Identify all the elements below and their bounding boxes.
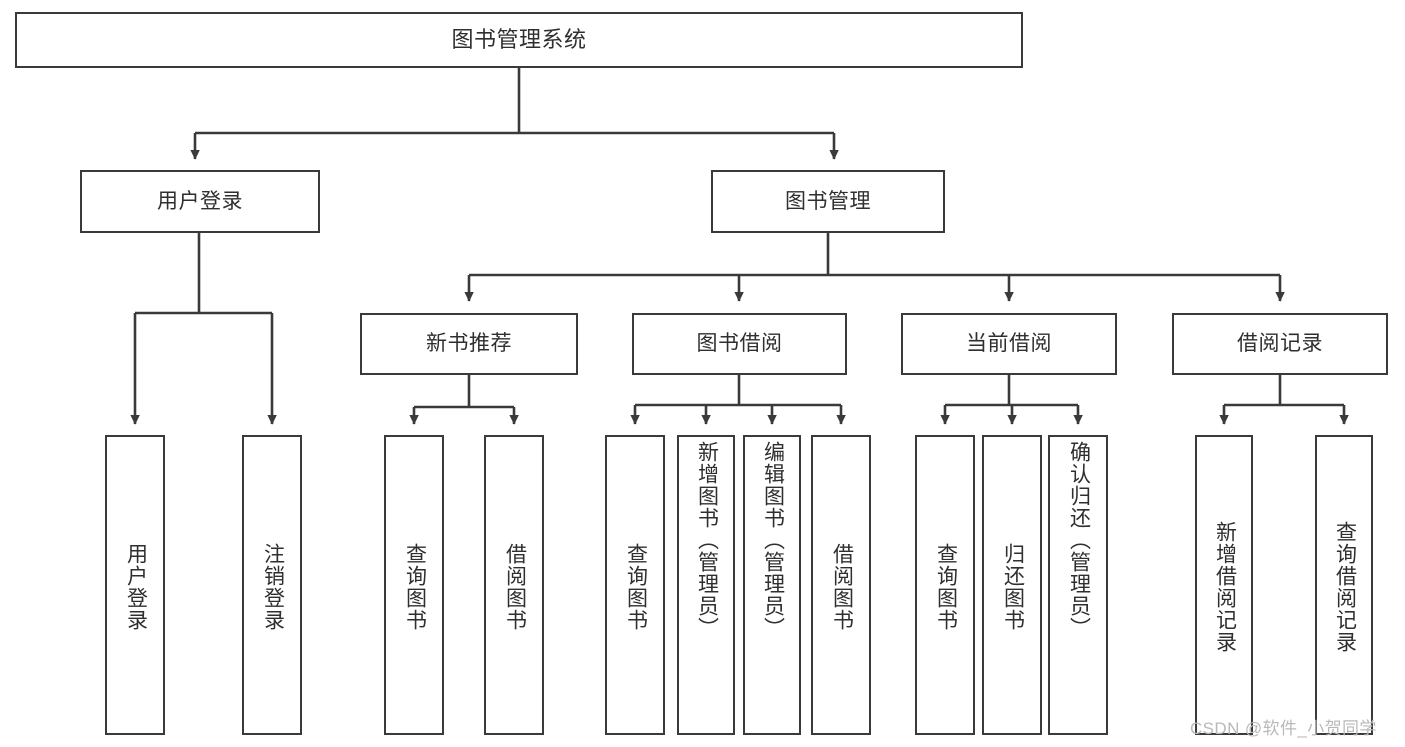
leaf-user-login-login[interactable]: 用户登录: [105, 435, 165, 735]
watermark-text: CSDN @软件_小贺同学: [1190, 719, 1377, 738]
leaf-borrow-query-book[interactable]: 查询图书: [605, 435, 665, 735]
node-label: 新增借阅记录: [1213, 521, 1237, 653]
node-current-borrow[interactable]: 当前借阅: [901, 313, 1117, 375]
node-label: 用户登录: [124, 543, 148, 631]
node-label: 查询图书: [934, 543, 958, 631]
leaf-record-add-record[interactable]: 新增借阅记录: [1195, 435, 1253, 735]
node-label: 查询图书: [624, 543, 648, 631]
leaf-current-query-book[interactable]: 查询图书: [915, 435, 975, 735]
leaf-record-query-record[interactable]: 查询借阅记录: [1315, 435, 1373, 735]
node-label: 新书推荐: [426, 332, 512, 356]
node-label: 注销登录: [261, 543, 285, 631]
node-user-login[interactable]: 用户登录: [80, 170, 320, 233]
node-borrow-record[interactable]: 借阅记录: [1172, 313, 1388, 375]
node-label: 图书借阅: [696, 332, 783, 356]
node-label: 编辑图书（管理员）: [761, 441, 785, 639]
leaf-current-return-book[interactable]: 归还图书: [982, 435, 1042, 735]
leaf-current-confirm-return-admin[interactable]: 确认归还（管理员）: [1048, 435, 1108, 735]
node-label: 查询借阅记录: [1333, 521, 1357, 653]
leaf-borrow-edit-book-admin[interactable]: 编辑图书（管理员）: [743, 435, 801, 735]
node-new-book-recommend[interactable]: 新书推荐: [360, 313, 578, 375]
leaf-recommend-query-book[interactable]: 查询图书: [384, 435, 444, 735]
node-book-borrow[interactable]: 图书借阅: [632, 313, 847, 375]
node-label: 归还图书: [1001, 543, 1025, 631]
node-root-system[interactable]: 图书管理系统: [15, 12, 1023, 68]
node-label: 确认归还（管理员）: [1067, 441, 1091, 639]
leaf-recommend-borrow-book[interactable]: 借阅图书: [484, 435, 544, 735]
leaf-user-login-logout[interactable]: 注销登录: [242, 435, 302, 735]
leaf-borrow-add-book-admin[interactable]: 新增图书（管理员）: [677, 435, 735, 735]
leaf-borrow-borrow-book[interactable]: 借阅图书: [811, 435, 871, 735]
node-label: 当前借阅: [966, 332, 1052, 356]
node-label: 查询图书: [403, 543, 427, 631]
node-label: 借阅图书: [503, 543, 527, 631]
node-label: 借阅记录: [1237, 332, 1323, 356]
node-label: 新增图书（管理员）: [695, 441, 719, 639]
node-label: 图书管理系统: [451, 26, 587, 52]
node-label: 用户登录: [157, 189, 243, 213]
node-book-management[interactable]: 图书管理: [711, 170, 945, 233]
node-label: 借阅图书: [830, 543, 854, 631]
node-label: 图书管理: [785, 189, 871, 213]
